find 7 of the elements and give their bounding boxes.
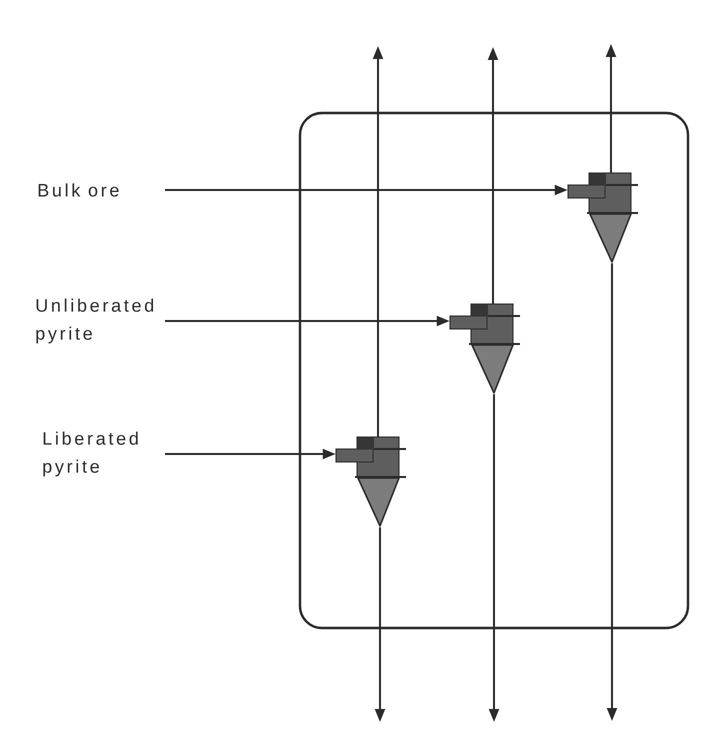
stream-label: Unliberated pyrite: [36, 298, 154, 344]
rounded-box: [298, 112, 690, 630]
hydrocyclone: [450, 304, 520, 394]
hydrocyclone: [568, 172, 638, 263]
stream-label: Liberated pyrite: [43, 432, 138, 476]
hydrocyclone: [336, 436, 406, 527]
stream-label: Bulk ore: [38, 183, 119, 197]
